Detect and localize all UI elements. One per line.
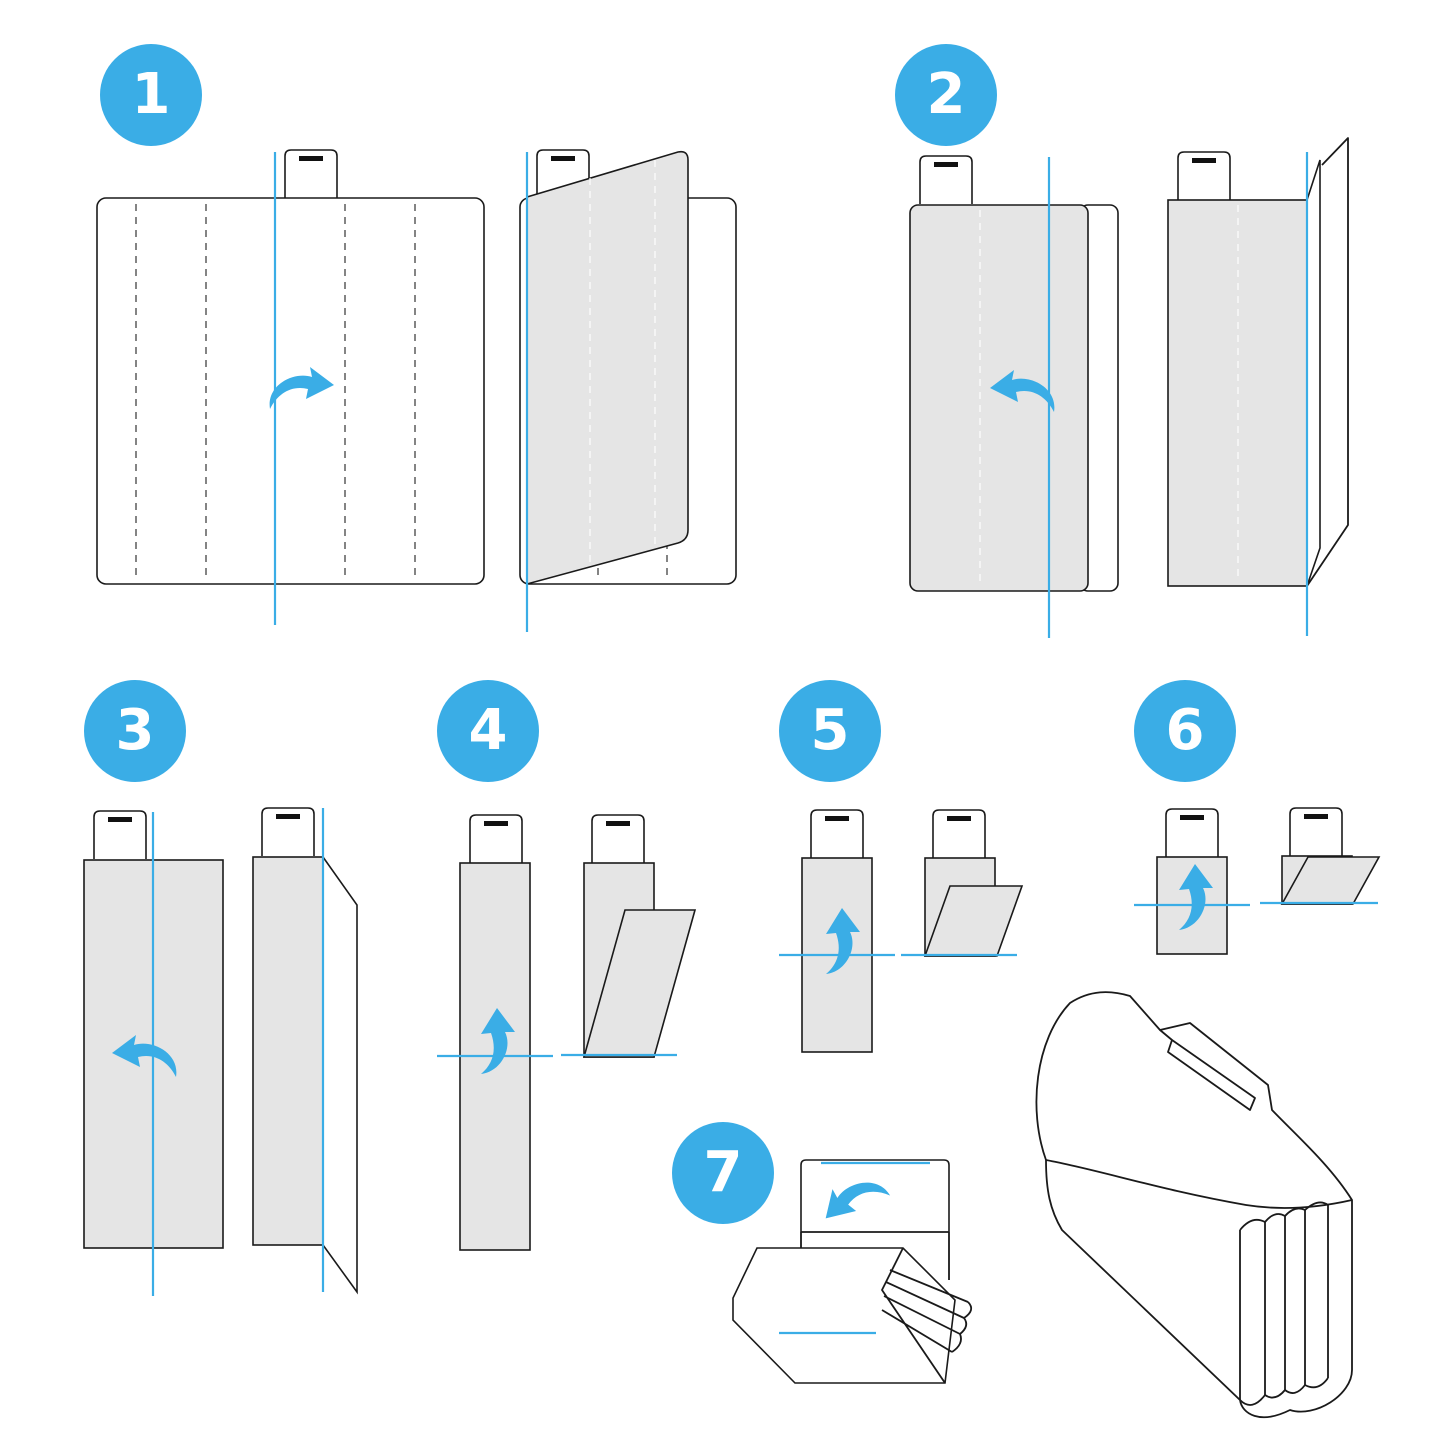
step-6-folded-strip [1260,807,1381,905]
step-1-number: 1 [131,62,171,127]
step-1-badge: 1 [100,44,202,146]
step-5-folded-strip [901,809,1024,957]
step-3-sheet [83,810,224,1296]
step-2-sheet [909,155,1119,638]
step-2-number: 2 [926,62,966,127]
step-1-folded-sheet [519,149,737,632]
step-7-badge: 7 [672,1122,774,1224]
step-2-folded-sheet [1167,137,1349,636]
step-6-badge: 6 [1134,680,1236,782]
step-3-number: 3 [115,698,155,763]
step-5-badge: 5 [779,680,881,782]
step-7-closing-flap [732,1159,973,1384]
step-2-badge: 2 [895,44,997,146]
step-3-badge: 3 [84,680,186,782]
step-4-badge: 4 [437,680,539,782]
step-1-unfolded-sheet [96,149,485,625]
step-5-strip [779,809,895,1053]
finished-bag-illustration [1035,991,1353,1419]
step-4-number: 4 [468,698,508,763]
step-5-number: 5 [810,698,850,763]
step-6-number: 6 [1165,698,1205,763]
step-4-strip [437,814,553,1251]
step-6-strip [1134,808,1250,955]
step-7-number: 7 [703,1140,743,1205]
step-3-folded-sheet [252,807,358,1295]
step-4-folded-strip [561,814,697,1058]
